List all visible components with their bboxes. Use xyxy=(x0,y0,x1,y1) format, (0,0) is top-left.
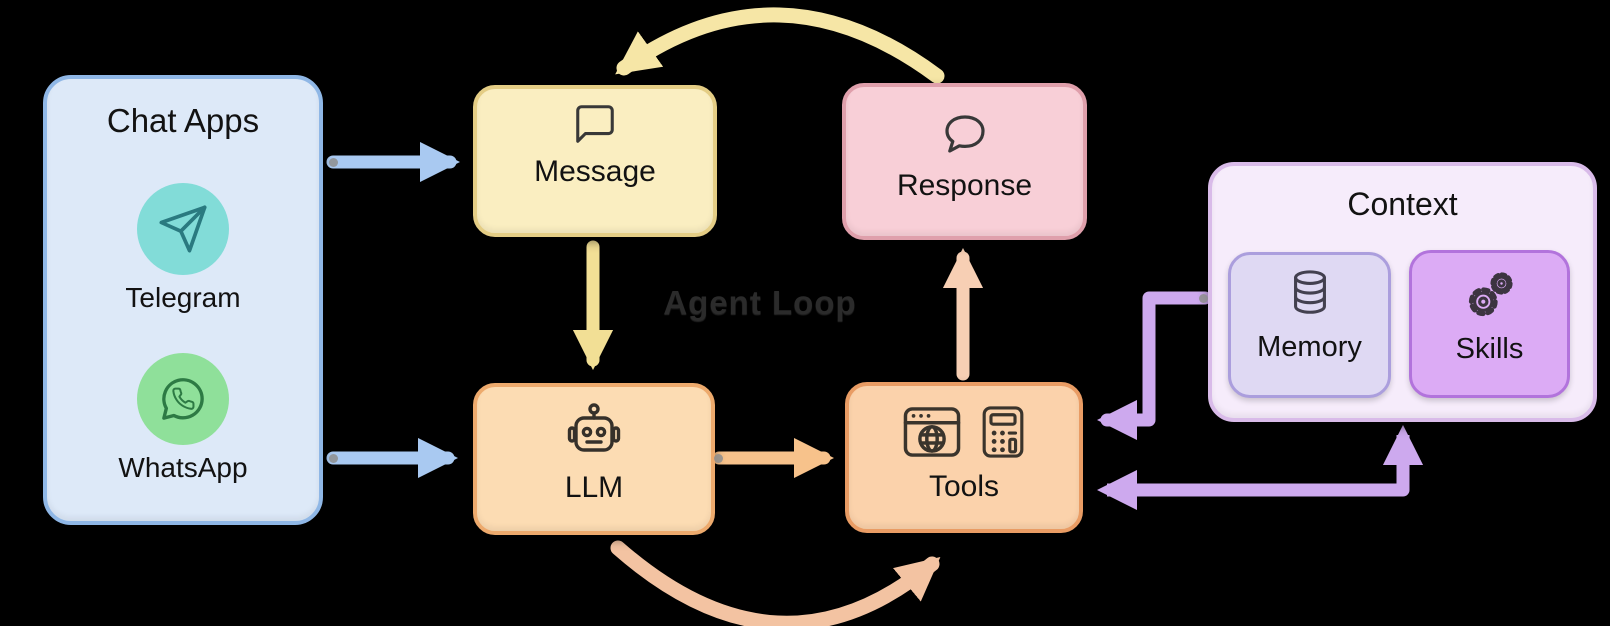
gears-icon xyxy=(1462,271,1518,324)
node-response: Response xyxy=(842,83,1087,240)
chat-apps-title: Chat Apps xyxy=(106,102,260,139)
node-context: Context Memory xyxy=(1208,162,1597,422)
whatsapp-icon xyxy=(137,353,229,445)
skills-label: Skills xyxy=(1455,333,1524,365)
arrow-llm-to-tools-loop xyxy=(610,540,941,626)
arrow-context-to-tools xyxy=(1096,291,1212,441)
calculator-icon xyxy=(980,404,1026,465)
node-chat-apps: Chat Apps Telegram WhatsApp xyxy=(43,75,323,525)
tools-label: Tools xyxy=(928,470,1000,503)
node-llm: LLM xyxy=(473,383,715,535)
arrow-response-to-message-loop xyxy=(615,7,945,84)
robot-icon xyxy=(561,401,627,464)
node-skills: Skills xyxy=(1409,250,1570,398)
browser-globe-icon xyxy=(902,404,962,465)
response-label: Response xyxy=(896,169,1033,202)
telegram-icon xyxy=(137,183,229,275)
connector-dot xyxy=(714,454,723,463)
database-icon xyxy=(1288,269,1332,324)
connector-dot xyxy=(329,454,338,463)
memory-label: Memory xyxy=(1257,331,1362,363)
context-title: Context xyxy=(1347,186,1458,222)
whatsapp-label: WhatsApp xyxy=(118,452,248,483)
agent-loop-watermark: Agent Loop xyxy=(663,284,857,321)
connector-dot xyxy=(329,158,338,167)
telegram-label: Telegram xyxy=(125,282,241,313)
node-memory: Memory xyxy=(1228,252,1391,398)
speech-bubble-square-icon xyxy=(570,101,620,152)
llm-label: LLM xyxy=(564,471,624,504)
connector-dot xyxy=(1199,294,1208,303)
node-tools: Tools xyxy=(845,382,1083,533)
speech-bubble-round-icon xyxy=(939,109,991,162)
arrow-tools-context-bidirectional xyxy=(1096,424,1424,511)
message-label: Message xyxy=(534,155,656,188)
node-message: Message xyxy=(473,85,717,237)
